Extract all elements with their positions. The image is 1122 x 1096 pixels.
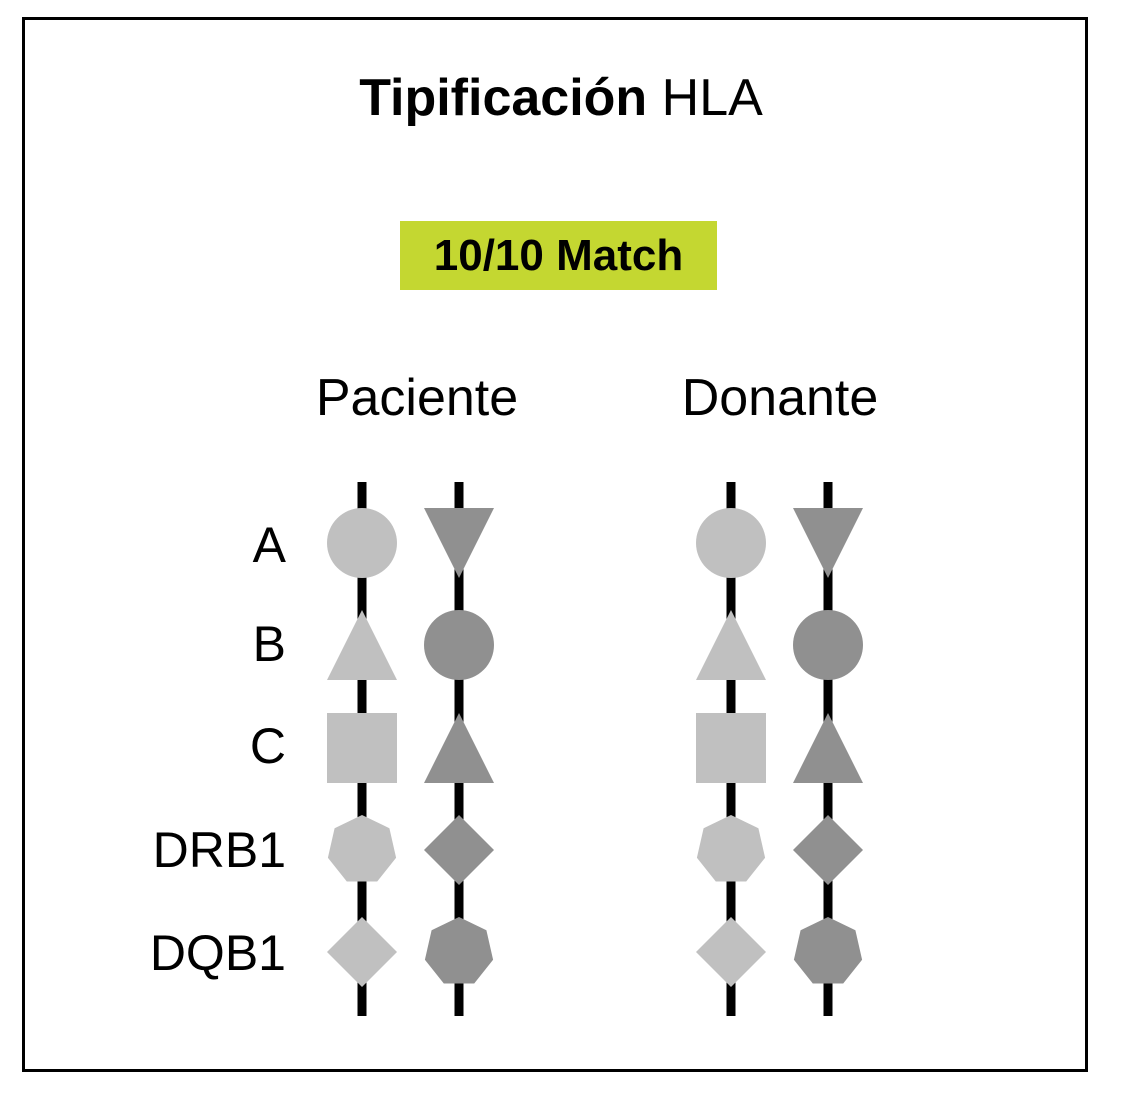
paciente-dqb1-allele-2-heptagon-shape	[424, 917, 494, 984]
title-bold: Tipificación	[359, 69, 648, 127]
locus-label-dqb1: DQB1	[149, 925, 286, 981]
donante-dqb1-allele-2-heptagon-shape	[793, 917, 863, 984]
paciente-a-allele-1-circle-shape	[327, 508, 397, 578]
paciente-drb1-allele-1-heptagon-shape	[327, 815, 397, 882]
donante-drb1-allele-2-diamond-shape	[793, 815, 863, 885]
donante-dqb1-allele-1-diamond-shape	[696, 917, 766, 987]
donante-a-allele-2-triangle-down-shape	[793, 508, 863, 578]
match-badge: 10/10 Match	[400, 221, 717, 290]
paciente-c-allele-2-triangle-up-shape	[424, 713, 494, 783]
locus-label-b: B	[252, 616, 286, 672]
locus-label-c: C	[249, 718, 286, 774]
column-header-donante: Donante	[681, 369, 879, 427]
paciente-b-allele-2-circle-shape	[424, 610, 494, 680]
title-normal: HLA	[661, 69, 763, 127]
donante-a-allele-1-circle-shape	[696, 508, 766, 578]
donante-b-allele-1-triangle-up-shape	[696, 610, 766, 680]
donante-drb1-allele-1-heptagon-shape	[696, 815, 766, 882]
paciente-drb1-allele-2-diamond-shape	[424, 815, 494, 885]
column-header-paciente: Paciente	[315, 369, 519, 427]
paciente-b-allele-1-triangle-up-shape	[327, 610, 397, 680]
donante-c-allele-2-triangle-up-shape	[793, 713, 863, 783]
locus-label-drb1: DRB1	[152, 822, 286, 878]
diagram-frame	[22, 17, 1088, 1072]
paciente-a-allele-2-triangle-down-shape	[424, 508, 494, 578]
donante-b-allele-2-circle-shape	[793, 610, 863, 680]
donante-c-allele-1-square-shape	[696, 713, 766, 783]
paciente-c-allele-1-square-shape	[327, 713, 397, 783]
diagram-title: Tipificación HLA	[0, 72, 1122, 124]
locus-label-a: A	[252, 517, 286, 573]
paciente-dqb1-allele-1-diamond-shape	[327, 917, 397, 987]
